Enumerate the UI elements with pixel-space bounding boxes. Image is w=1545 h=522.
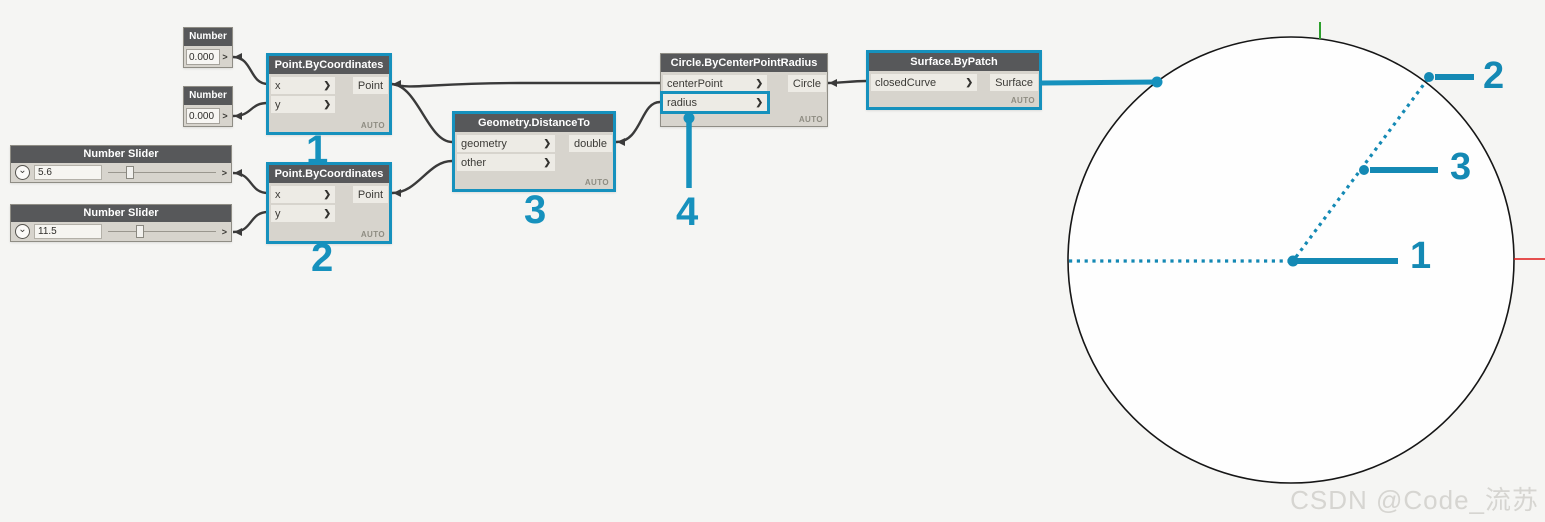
output-port-surface[interactable]: Surface xyxy=(990,74,1038,91)
output-port-point[interactable]: Point xyxy=(352,77,388,94)
number-value-input[interactable]: 0.000 xyxy=(186,49,220,65)
lacing-label: AUTO xyxy=(798,115,823,124)
input-port-centerpoint[interactable]: centerPoint ❯ xyxy=(663,75,767,92)
port-label: geometry xyxy=(461,137,507,150)
input-port-radius[interactable]: radius ❯ xyxy=(663,94,767,111)
node-number-1[interactable]: Number 0.000 > xyxy=(183,27,233,68)
chevron-right-icon: ❯ xyxy=(323,99,331,109)
chevron-down-icon[interactable]: ⌄ xyxy=(15,224,30,239)
wire-surface-to-preview-highlight[interactable] xyxy=(1039,79,1159,86)
callout-number-2: 2 xyxy=(311,236,334,280)
slider-track[interactable] xyxy=(106,166,218,179)
input-port-other[interactable]: other ❯ xyxy=(457,154,555,171)
chevron-right-icon: ❯ xyxy=(323,189,331,199)
chevron-right-icon: ❯ xyxy=(755,78,763,88)
node-title: Circle.ByCenterPointRadius xyxy=(661,54,827,72)
port-label: y xyxy=(275,207,281,220)
preview-label-3: 3 xyxy=(1450,146,1472,188)
lacing-label: AUTO xyxy=(360,230,385,239)
node-point-bycoordinates-2[interactable]: Point.ByCoordinates x ❯ y ❯ Point AUTO xyxy=(266,162,392,244)
port-label: y xyxy=(275,98,281,111)
preview-label-1: 1 xyxy=(1410,235,1432,277)
slider-handle[interactable] xyxy=(126,166,135,179)
port-label: other xyxy=(461,156,487,169)
preview-label-2: 2 xyxy=(1483,55,1505,97)
watermark-text: CSDN @Code_流苏 xyxy=(1290,485,1539,515)
input-port-y[interactable]: y ❯ xyxy=(271,96,335,113)
lacing-label: AUTO xyxy=(584,178,609,187)
port-label: radius xyxy=(667,96,697,109)
chevron-right-icon: ❯ xyxy=(323,80,331,90)
node-title: Number xyxy=(184,28,232,46)
slider-value-input[interactable]: 5.6 xyxy=(34,165,102,180)
chevron-right-icon: ❯ xyxy=(323,208,331,218)
chevron-right-icon: ❯ xyxy=(965,77,973,87)
node-title: Number Slider xyxy=(11,205,231,222)
node-title: Point.ByCoordinates xyxy=(269,56,389,74)
callout-number-4: 4 xyxy=(676,190,699,234)
node-title: Number Slider xyxy=(11,146,231,163)
slider-value-input[interactable]: 11.5 xyxy=(34,224,102,239)
node-number-slider-2[interactable]: Number Slider ⌄ 11.5 > xyxy=(10,204,232,242)
preview-mid-point-dot xyxy=(1359,165,1369,175)
callout-number-3: 3 xyxy=(524,188,547,232)
preview-center-point-dot xyxy=(1287,255,1299,267)
chevron-right-icon: ❯ xyxy=(543,138,551,148)
node-title: Surface.ByPatch xyxy=(869,53,1039,71)
port-label: x xyxy=(275,79,281,92)
input-port-x[interactable]: x ❯ xyxy=(271,77,335,94)
chevron-down-icon[interactable]: ⌄ xyxy=(15,165,30,180)
callout-number-1: 1 xyxy=(306,128,329,172)
node-title: Geometry.DistanceTo xyxy=(455,114,613,132)
input-port-closedcurve[interactable]: closedCurve ❯ xyxy=(871,74,977,91)
lacing-label: AUTO xyxy=(360,121,385,130)
port-label: centerPoint xyxy=(667,77,723,90)
callout-4-dot xyxy=(683,112,695,124)
wire-start-arrows xyxy=(234,53,837,236)
chevron-right-icon: ❯ xyxy=(543,157,551,167)
node-point-bycoordinates-1[interactable]: Point.ByCoordinates x ❯ y ❯ Point AUTO xyxy=(266,53,392,135)
output-port-double[interactable]: double xyxy=(568,135,612,152)
wire-end-dot xyxy=(1151,76,1163,88)
node-title: Point.ByCoordinates xyxy=(269,165,389,183)
number-value-input[interactable]: 0.000 xyxy=(186,108,220,124)
node-number-slider-1[interactable]: Number Slider ⌄ 5.6 > xyxy=(10,145,232,183)
node-title: Number xyxy=(184,87,232,105)
slider-track[interactable] xyxy=(106,225,218,238)
lacing-label: AUTO xyxy=(1010,96,1035,105)
chevron-right-icon: ❯ xyxy=(755,97,763,107)
port-label: closedCurve xyxy=(875,76,937,89)
slider-rail xyxy=(108,172,216,173)
input-port-x[interactable]: x ❯ xyxy=(271,186,335,203)
slider-rail xyxy=(108,231,216,232)
preview-edge-point-dot xyxy=(1424,72,1434,82)
radius-input-highlight xyxy=(660,91,770,114)
output-port-circle[interactable]: Circle xyxy=(787,75,826,92)
output-port-icon[interactable]: > xyxy=(222,52,228,62)
node-number-2[interactable]: Number 0.000 > xyxy=(183,86,233,127)
output-port-icon[interactable]: > xyxy=(221,226,227,237)
node-surface-bypatch[interactable]: Surface.ByPatch closedCurve ❯ Surface AU… xyxy=(866,50,1042,110)
slider-handle[interactable] xyxy=(136,225,145,238)
output-port-icon[interactable]: > xyxy=(221,167,227,178)
input-port-geometry[interactable]: geometry ❯ xyxy=(457,135,555,152)
node-geometry-distanceto[interactable]: Geometry.DistanceTo geometry ❯ other ❯ d… xyxy=(452,111,616,192)
port-label: x xyxy=(275,188,281,201)
output-port-point[interactable]: Point xyxy=(352,186,388,203)
output-port-icon[interactable]: > xyxy=(222,111,228,121)
input-port-y[interactable]: y ❯ xyxy=(271,205,335,222)
